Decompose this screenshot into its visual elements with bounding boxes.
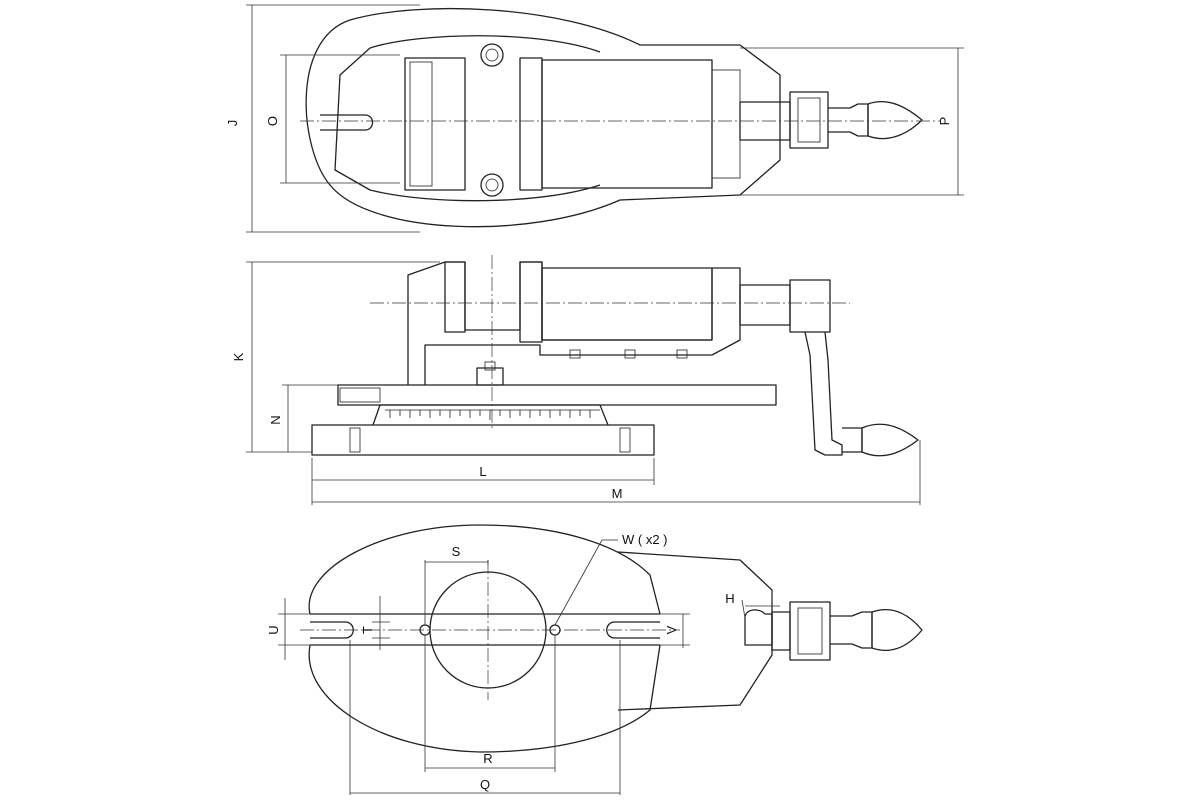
top-view-bolt-top [480, 43, 504, 67]
top-view-body [541, 59, 713, 189]
dim-label-o: O [265, 116, 280, 126]
side-view-spindle [739, 284, 791, 326]
dim-label-h: H [725, 591, 734, 606]
top-view-fixed-jaw [404, 57, 466, 191]
dim-label-n: N [268, 415, 283, 424]
side-view-handle-knob [861, 423, 919, 457]
base-view-handle-knob [871, 609, 923, 651]
top-view-handle-knob [867, 101, 923, 140]
top-view-bolt-bottom [480, 173, 504, 197]
dim-label-s: S [452, 544, 461, 559]
top-view-movable-jaw [519, 57, 543, 191]
side-view-swivel-table [337, 384, 777, 406]
dim-label-u: U [266, 625, 281, 634]
side-view-crank [804, 331, 843, 456]
base-view-spindle [771, 611, 791, 651]
dim-label-t: T [360, 626, 375, 634]
dim-label-w: W ( x2 ) [622, 532, 668, 547]
base-view-right-slot [606, 621, 660, 639]
top-view-base-outline [305, 7, 781, 228]
dim-label-j: J [225, 120, 240, 127]
base-view-handle-frame [617, 551, 773, 711]
dim-label-p: P [937, 117, 952, 126]
side-view-vise-body [407, 261, 741, 385]
dim-label-r: R [483, 751, 492, 766]
top-view-slot [320, 114, 374, 131]
dim-label-k: K [231, 352, 246, 361]
side-view-base-plate [311, 424, 655, 456]
base-view-outline-bottom [308, 644, 661, 753]
side-view-scale-ticks [389, 410, 591, 420]
top-view-inner-outline [334, 35, 601, 202]
side-view-center-bolt [476, 367, 504, 386]
side-view-swivel-ring [372, 404, 609, 426]
side-view: K N L M [231, 255, 921, 505]
dim-label-v: V [664, 625, 679, 634]
top-view: J O P [225, 4, 964, 233]
side-view-body-block [541, 267, 713, 341]
base-view-outline-top [308, 524, 661, 615]
dim-label-l: L [479, 464, 486, 479]
dim-label-q: Q [480, 777, 490, 792]
dim-label-m: M [612, 486, 623, 501]
base-view: S W ( x2 ) H U T V R Q [266, 524, 923, 795]
